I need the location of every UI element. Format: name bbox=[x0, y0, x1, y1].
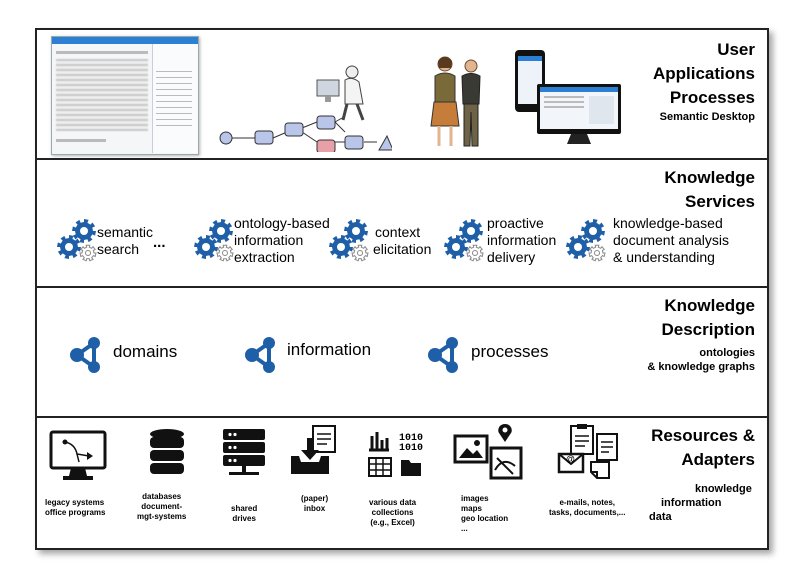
gears-icon bbox=[192, 218, 238, 269]
resource-label-line: images bbox=[461, 494, 489, 503]
resource-label-line: geo location bbox=[461, 514, 509, 523]
architecture-diagram: User Applications Processes Semantic Des… bbox=[35, 28, 769, 550]
resource-legacy-systems: legacy systems office programs bbox=[45, 498, 105, 518]
gears-icon bbox=[564, 218, 610, 269]
gears-icon bbox=[55, 218, 101, 269]
title-line: Applications bbox=[652, 64, 755, 83]
service-label-line: information bbox=[487, 232, 557, 248]
server-drives-icon bbox=[223, 429, 265, 475]
semantic-desktop-screenshot bbox=[51, 36, 199, 155]
service-context-elicitation: context elicitation bbox=[373, 224, 431, 258]
title-line: Knowledge bbox=[664, 168, 755, 187]
resource-emails-documents: e-mails, notes, tasks, documents,... bbox=[549, 498, 625, 518]
resource-label-line: (paper) bbox=[301, 494, 329, 503]
resource-shared-drives: shared drives bbox=[231, 504, 257, 524]
layer-title-description: Knowledge Description bbox=[661, 294, 755, 342]
layer-title-user: User Applications Processes bbox=[653, 38, 755, 110]
images-maps-icon bbox=[453, 424, 523, 480]
layer-subtitle-description: ontologies & knowledge graphs bbox=[647, 346, 755, 374]
resource-paper-inbox: (paper) inbox bbox=[301, 494, 328, 514]
layer-knowledge-services: Knowledge Services semantic search ... o… bbox=[37, 160, 767, 286]
title-line: Processes bbox=[669, 88, 755, 107]
resource-label-line: collections bbox=[371, 508, 414, 517]
layer-subtitle-resources: knowledge information data bbox=[649, 482, 752, 524]
resource-label-line: ... bbox=[461, 524, 468, 533]
layer-resources-adapters: Resources & Adapters knowledge informati… bbox=[37, 418, 767, 546]
data-collections-icon: 1010 1010 bbox=[368, 432, 423, 477]
resource-label-line: office programs bbox=[45, 508, 106, 517]
svg-text:1010: 1010 bbox=[399, 443, 423, 454]
layer-separator bbox=[37, 416, 767, 418]
service-label-line: extraction bbox=[234, 249, 295, 265]
graph-node-icon bbox=[67, 336, 105, 379]
graph-node-icon bbox=[242, 336, 280, 379]
layer-separator bbox=[37, 158, 767, 160]
subtitle-line: ontologies bbox=[699, 347, 755, 359]
service-label-line: proactive bbox=[487, 215, 544, 231]
service-label-line: semantic bbox=[97, 224, 154, 240]
resource-label-line: e-mails, notes, bbox=[559, 498, 616, 507]
service-label-line: delivery bbox=[487, 249, 536, 265]
svg-text:1010: 1010 bbox=[399, 433, 423, 444]
title-line: Services bbox=[685, 192, 755, 211]
svg-text:@: @ bbox=[566, 454, 575, 464]
resource-label-line: drives bbox=[232, 514, 256, 523]
devices-illustration bbox=[515, 50, 621, 144]
service-label-line: & understanding bbox=[613, 249, 715, 265]
subtitle-line: information bbox=[661, 497, 722, 509]
layer-user-applications: User Applications Processes Semantic Des… bbox=[37, 30, 767, 158]
monitor-workflow-icon bbox=[49, 430, 107, 480]
resource-label-line: mgt-systems bbox=[137, 512, 187, 521]
subtitle-line: & knowledge graphs bbox=[647, 361, 755, 373]
graph-node-icon bbox=[425, 336, 463, 379]
resource-label-line: legacy systems bbox=[45, 498, 105, 507]
resource-label-line: databases bbox=[142, 492, 182, 501]
service-label-line: information bbox=[234, 232, 304, 248]
resource-label-line: document- bbox=[141, 502, 183, 511]
service-label-line: knowledge-based bbox=[613, 215, 723, 231]
inbox-icon bbox=[291, 425, 336, 474]
layer-title-services: Knowledge Services bbox=[664, 166, 755, 214]
title-line: Adapters bbox=[681, 450, 755, 469]
service-ontology-extraction: ontology-based information extraction bbox=[234, 215, 330, 266]
description-information: information bbox=[287, 340, 372, 359]
description-domains: domains bbox=[113, 342, 178, 361]
subtitle-line: data bbox=[649, 511, 672, 523]
layer-separator bbox=[37, 286, 767, 288]
resource-data-collections: various data collections (e.g., Excel) bbox=[369, 498, 416, 528]
resource-label-line: various data bbox=[369, 498, 417, 507]
layer-knowledge-description: Knowledge Description ontologies & knowl… bbox=[37, 288, 767, 416]
service-document-analysis: knowledge-based document analysis & unde… bbox=[613, 215, 729, 266]
title-line: Resources & bbox=[651, 426, 755, 445]
service-label-line: ontology-based bbox=[234, 215, 330, 231]
resource-label-line: shared bbox=[231, 504, 258, 513]
resource-images-maps: images maps geo location ... bbox=[461, 494, 508, 534]
service-proactive-delivery: proactive information delivery bbox=[487, 215, 556, 266]
users-illustration bbox=[430, 56, 481, 147]
resource-label-line: maps bbox=[461, 504, 482, 513]
service-label-line: document analysis bbox=[613, 232, 729, 248]
process-flow-diagram bbox=[219, 65, 392, 152]
layer-title-resources: Resources & Adapters bbox=[651, 424, 755, 472]
subtitle-line: knowledge bbox=[695, 483, 752, 495]
service-label-line: search bbox=[97, 241, 140, 257]
title-line: User bbox=[717, 40, 755, 59]
gears-icon bbox=[327, 218, 373, 269]
description-processes: processes bbox=[471, 342, 549, 361]
database-icon bbox=[150, 429, 184, 474]
resource-label-line: inbox bbox=[303, 504, 326, 513]
service-semantic-search: semantic search bbox=[97, 224, 153, 258]
resource-label-line: (e.g., Excel) bbox=[370, 518, 415, 527]
ellipsis: ... bbox=[153, 234, 166, 251]
title-line: Description bbox=[661, 320, 755, 339]
resource-databases: databases document- mgt-systems bbox=[137, 492, 186, 522]
service-label-line: context bbox=[375, 224, 421, 240]
gears-icon bbox=[442, 218, 488, 269]
resource-label-line: tasks, documents,... bbox=[549, 508, 626, 517]
title-line: Knowledge bbox=[664, 296, 755, 315]
layer-subtitle-user: Semantic Desktop bbox=[659, 111, 755, 123]
service-label-line: elicitation bbox=[373, 241, 432, 257]
emails-documents-icon: @ bbox=[557, 424, 618, 479]
